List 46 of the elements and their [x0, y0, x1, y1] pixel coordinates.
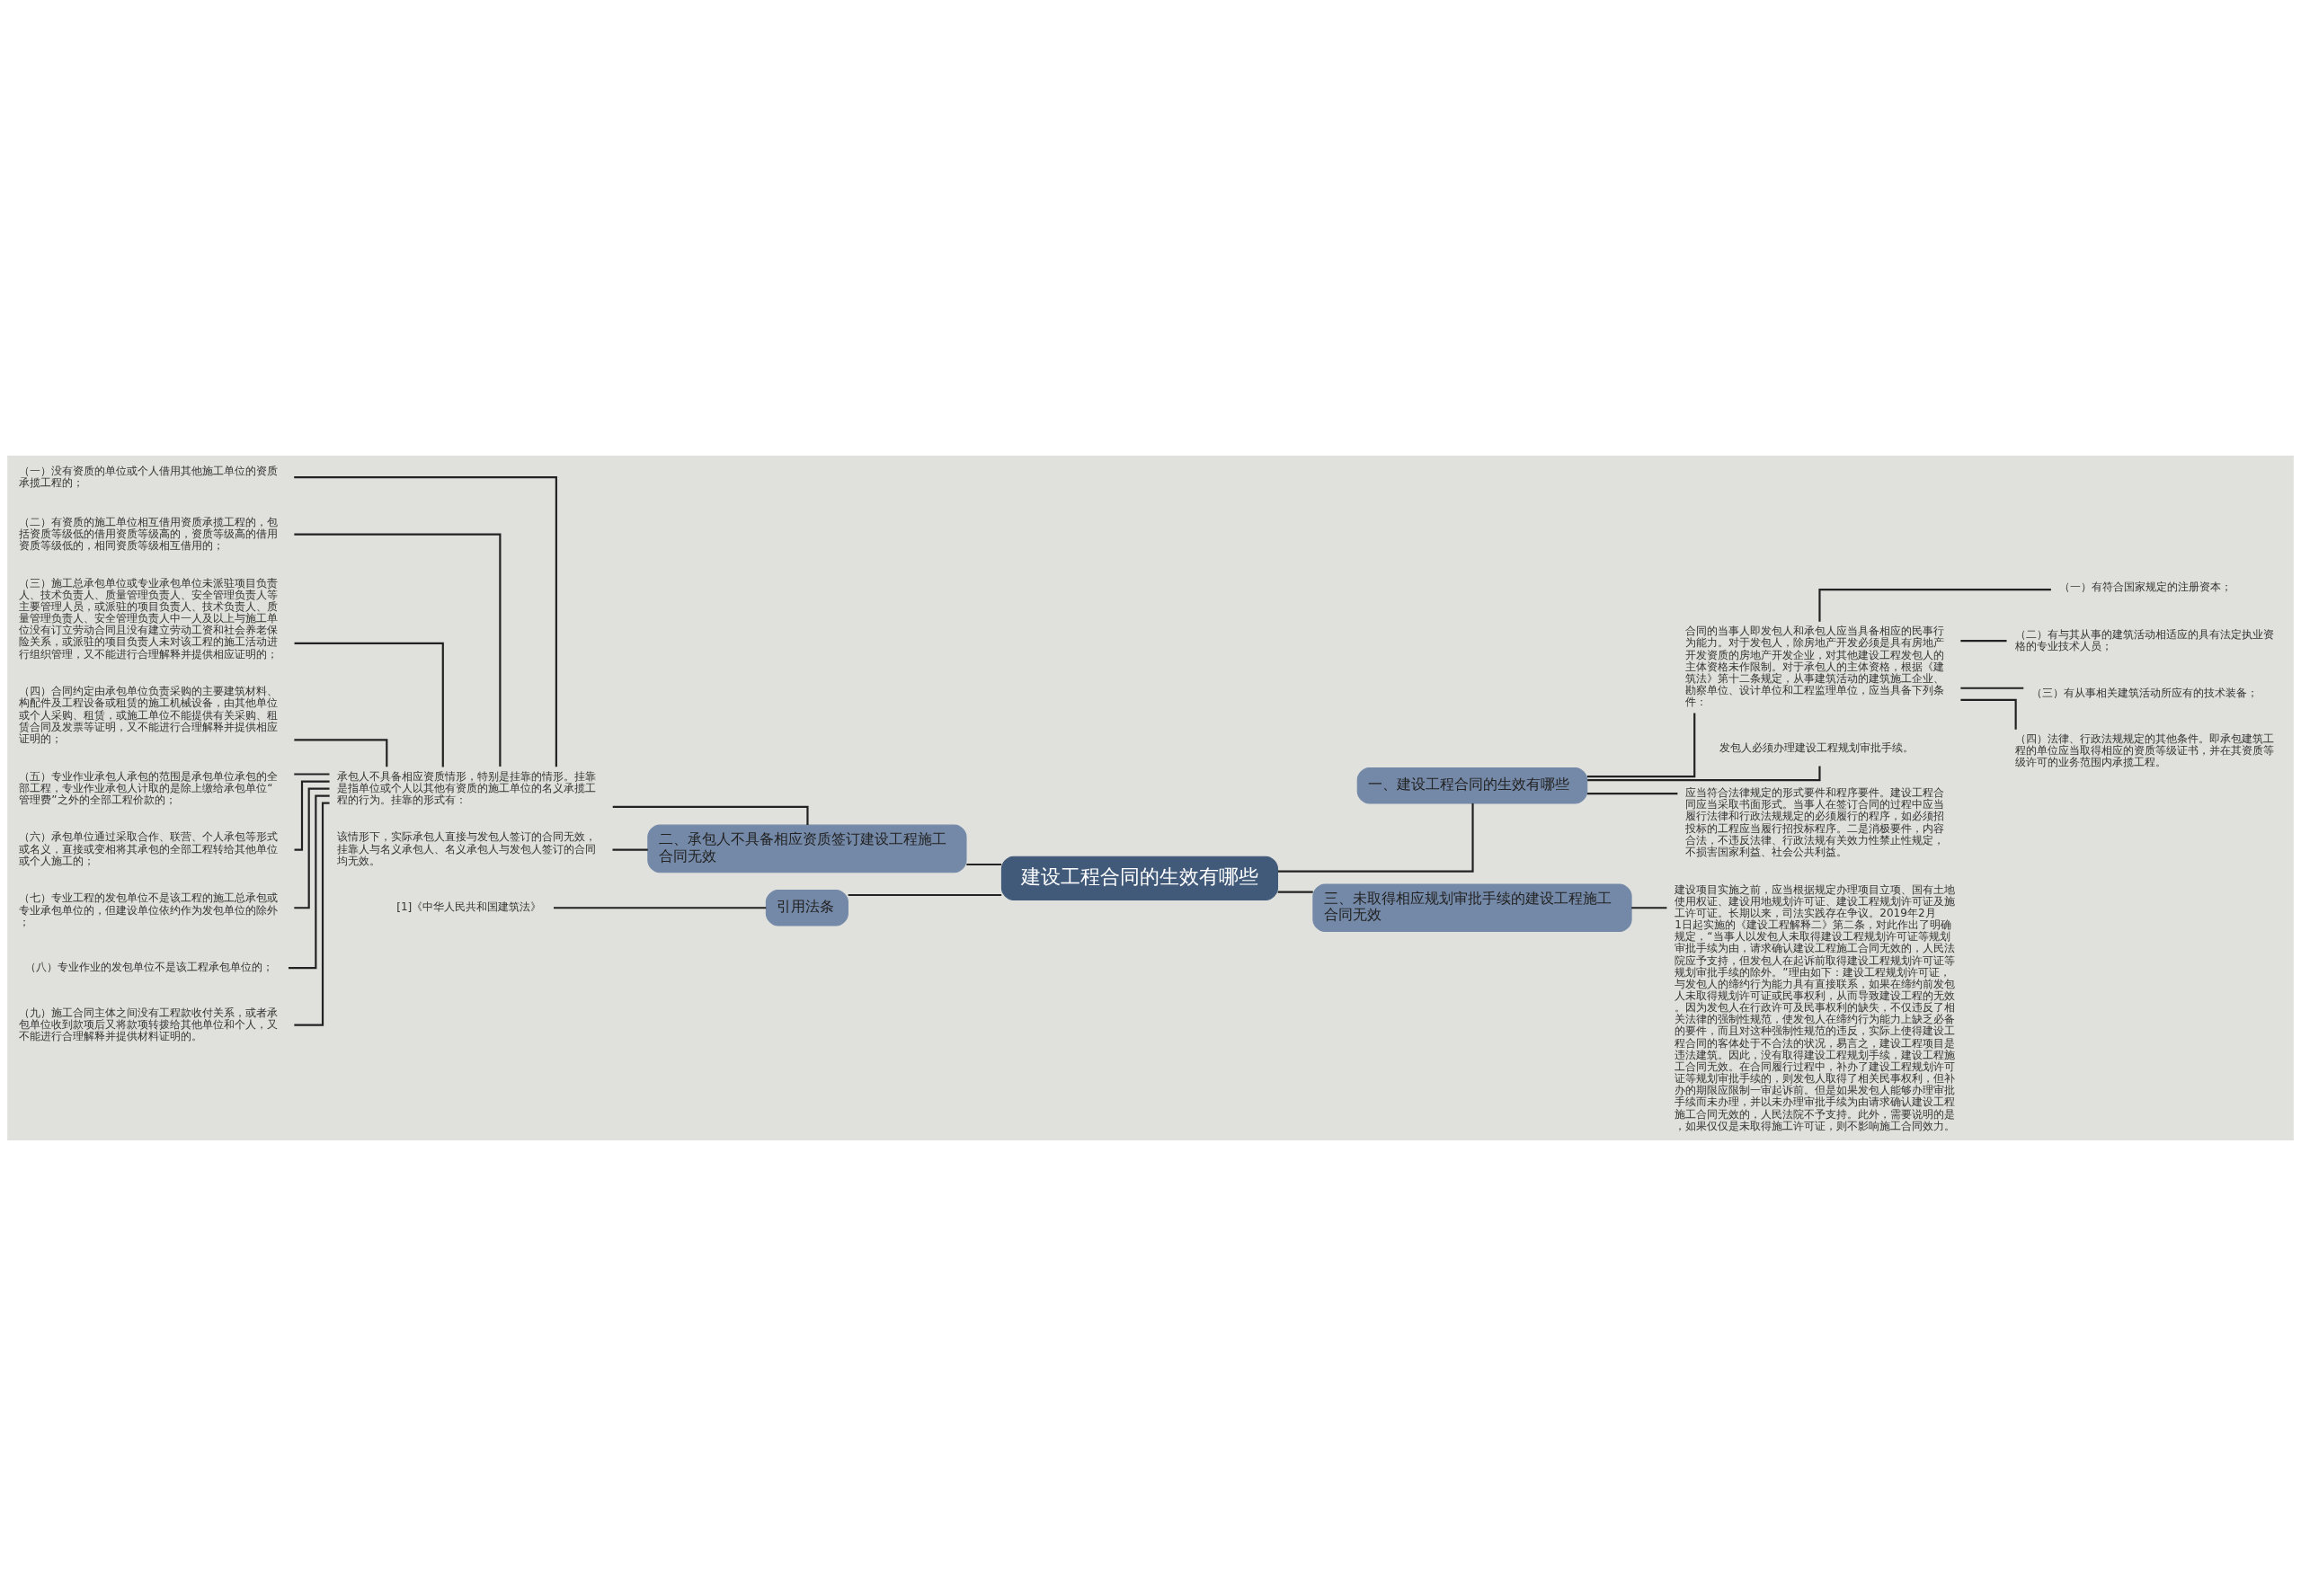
node-text: [1]《中华人民共和国建筑法》 — [396, 900, 542, 914]
node-box: 二、承包人不具备相应资质签订建设工程施工合同无效 — [647, 824, 967, 873]
node-text: （九）施工合同主体之间没有工程款收付关系，或者承包单位收到款项后又将款项转拨给其他单位和个人，又不能进行合理解释并提供材料证明的。 — [19, 1006, 279, 1042]
connector — [1586, 792, 1678, 795]
node-text: 发包人必须办理建设工程规划审批手续。 — [1719, 740, 1914, 754]
connector — [1277, 891, 1313, 893]
connector — [1960, 687, 2024, 689]
node-text: （一）没有资质的单位或个人借用其他施工单位的资质承揽工程的； — [19, 464, 279, 489]
node-box: 三、未取得相应规划审批手续的建设工程施工合同无效 — [1312, 883, 1632, 933]
connector — [1960, 640, 2007, 643]
node-text: （六）承包单位通过采取合作、联营、个人承包等形式或名义，直接或变相将其承包的全部工程转给其他单位或个人施工的； — [19, 830, 279, 867]
connector — [1586, 713, 1696, 778]
connector — [553, 907, 767, 909]
connector — [612, 805, 809, 825]
node-text: （四）合同约定由承包单位负责采购的主要建筑材料、构配件及工程设备或租赁的施工机械设备，由其他单位或个人采购、租赁，或施工单位不能提供有关采购、租赁合同及发票等证明，又不能进行合理解释并提供相应证明的； — [19, 685, 279, 745]
node-box: 一、建设工程合同的生效有哪些 — [1356, 767, 1588, 804]
connector — [294, 787, 330, 909]
node-text: 承包人不具备相应资质情形，特别是挂靠的情形。挂靠是指单位或个人以其他有资质的施工单位的名义承揽工程的行为。挂靠的形式有： — [337, 769, 597, 806]
connector — [294, 533, 502, 767]
connector — [294, 476, 557, 767]
node-text: （四）法律、行政法规规定的其他条件。即承包建筑工程的单位应当取得相应的资质等级证书，并在其资质等级许可的业务范围内承揽工程。 — [2014, 732, 2274, 769]
connector — [294, 773, 330, 776]
node-box: 引用法条 — [765, 889, 848, 927]
node-text: 建设项目实施之前，应当根据规定办理项目立项、国有土地使用权证、建设用地规划许可证、建设工程规划许可证及施工许可证。长期以来，司法实践存在争议。2019年2月1日起实施的《建设工程解释二》第二条，对此作出了明确规定，“当事人以发包人未取得建设工程规划许可证等规划审批手续为由，请求确认建设工程施工合同无效的，人民法院应予支持，但发包人在起诉前取得建设工程规划许可证等规划审批手续的除外。”理由如下：建设工程规划许可证，与发包人的缔约行为能力具有直接联系，如果在缔约前发包人未取得规划许可证或民事权利，从而导致建设工程的无效。因为发包人在行政许可及民事权利的缺失，不仅违反了相关法律的强制性规范，使发包人在缔约行为能力上缺乏必备的要件，而且对这种强制性规范的违反，实际上使得建设工程合同的客体处于不合法的状况，易言之，建设工程项目是违法建筑。因此，没有取得建设工程规划手续，建设工程施工合同无效。在合同履行过程中，补办了建设工程规划许可证等规划审批手续的，则发包人取得了相关民事权利，但补办的期限应限制一审起诉前。但是如果发包人能够办理审批手续而未办理，并以未办理审批手续为由请求确认建设工程施工合同无效的，人民法院不予支持。此外，需要说明的是，如果仅仅是未取得施工许可证，则不影响施工合同效力。 — [1675, 882, 1956, 1132]
connector — [1277, 803, 1474, 873]
connector — [1631, 907, 1667, 909]
connector — [294, 642, 444, 767]
connector — [289, 794, 330, 970]
connector — [966, 863, 1002, 866]
connector — [612, 848, 648, 851]
node-text: （八）专业作业的发包单位不是该工程承包单位的； — [24, 961, 273, 974]
node-text: （一）有符合国家规定的注册资本； — [2058, 580, 2232, 593]
node-text: （二）有资质的施工单位相互借用资质承揽工程的，包括资质等级低的借用资质等级高的，资质等级高的借用资质等级低的，相同资质等级相互借用的； — [19, 515, 279, 552]
connector — [294, 780, 330, 851]
node-text: （二）有与其从事的建筑活动相适应的具有法定执业资格的专业技术人员； — [2014, 627, 2274, 652]
connector — [1960, 698, 2017, 730]
node-text: （七）专业工程的发包单位不是该工程的施工总承包或专业承包单位的，但建设单位依约作为发包单位的除外； — [19, 891, 279, 928]
node-text: （三）施工总承包单位或专业承包单位未派驻项目负责人、技术负责人、质量管理负责人、安全管理负责人等主要管理人员，或派驻的项目负责人、技术负责人、质量管理负责人、安全管理负责人中一人及以上与施工单位没有订立劳动合同且没有建立劳动工资和社会养老保险关系，或派驻的项目负责人未对该工程的施工活动进行组织管理，又不能进行合理解释并提供相应证明的； — [19, 576, 279, 661]
node-text: 合同的当事人即发包人和承包人应当具备相应的民事行为能力。对于发包人，除房地产开发必须是具有房地产开发资质的房地产开发企业，对其他建设工程发包人的主体资格未作限制。对于承包人的主体资格，根据《建筑法》第十二条规定，从事建筑活动的建筑施工企业、勘察单位、设计单位和工程监理单位，应当具备下列条件： — [1685, 625, 1945, 709]
connector — [1818, 589, 2051, 622]
node-text: （三）有从事相关建筑活动所应有的技术装备； — [2031, 687, 2259, 700]
node-text: （五）专业作业承包人承包的范围是承包单位承包的全部工程，专业作业承包人计取的是除上缴给承包单位“管理费”之外的全部工程价款的； — [19, 769, 279, 806]
node-box: 建设工程合同的生效有哪些 — [1000, 856, 1278, 901]
node-text: 该情形下，实际承包人直接与发包人签订的合同无效，挂靠人与名义承包人、名义承包人与发包人签订的合同均无效。 — [337, 830, 597, 867]
connector — [848, 893, 1002, 897]
node-text: 应当符合法律规定的形式要件和程序要件。建设工程合同应当采取书面形式。当事人在签订合同的过程中应当履行法律和行政法规规定的必须履行的程序，如必须招投标的工程应当履行招投标程序。二是消极要件，内容合法，不违反法律、行政法规有关效力性禁止性规定，不损害国家利益、社会公共利益。 — [1685, 786, 1945, 858]
